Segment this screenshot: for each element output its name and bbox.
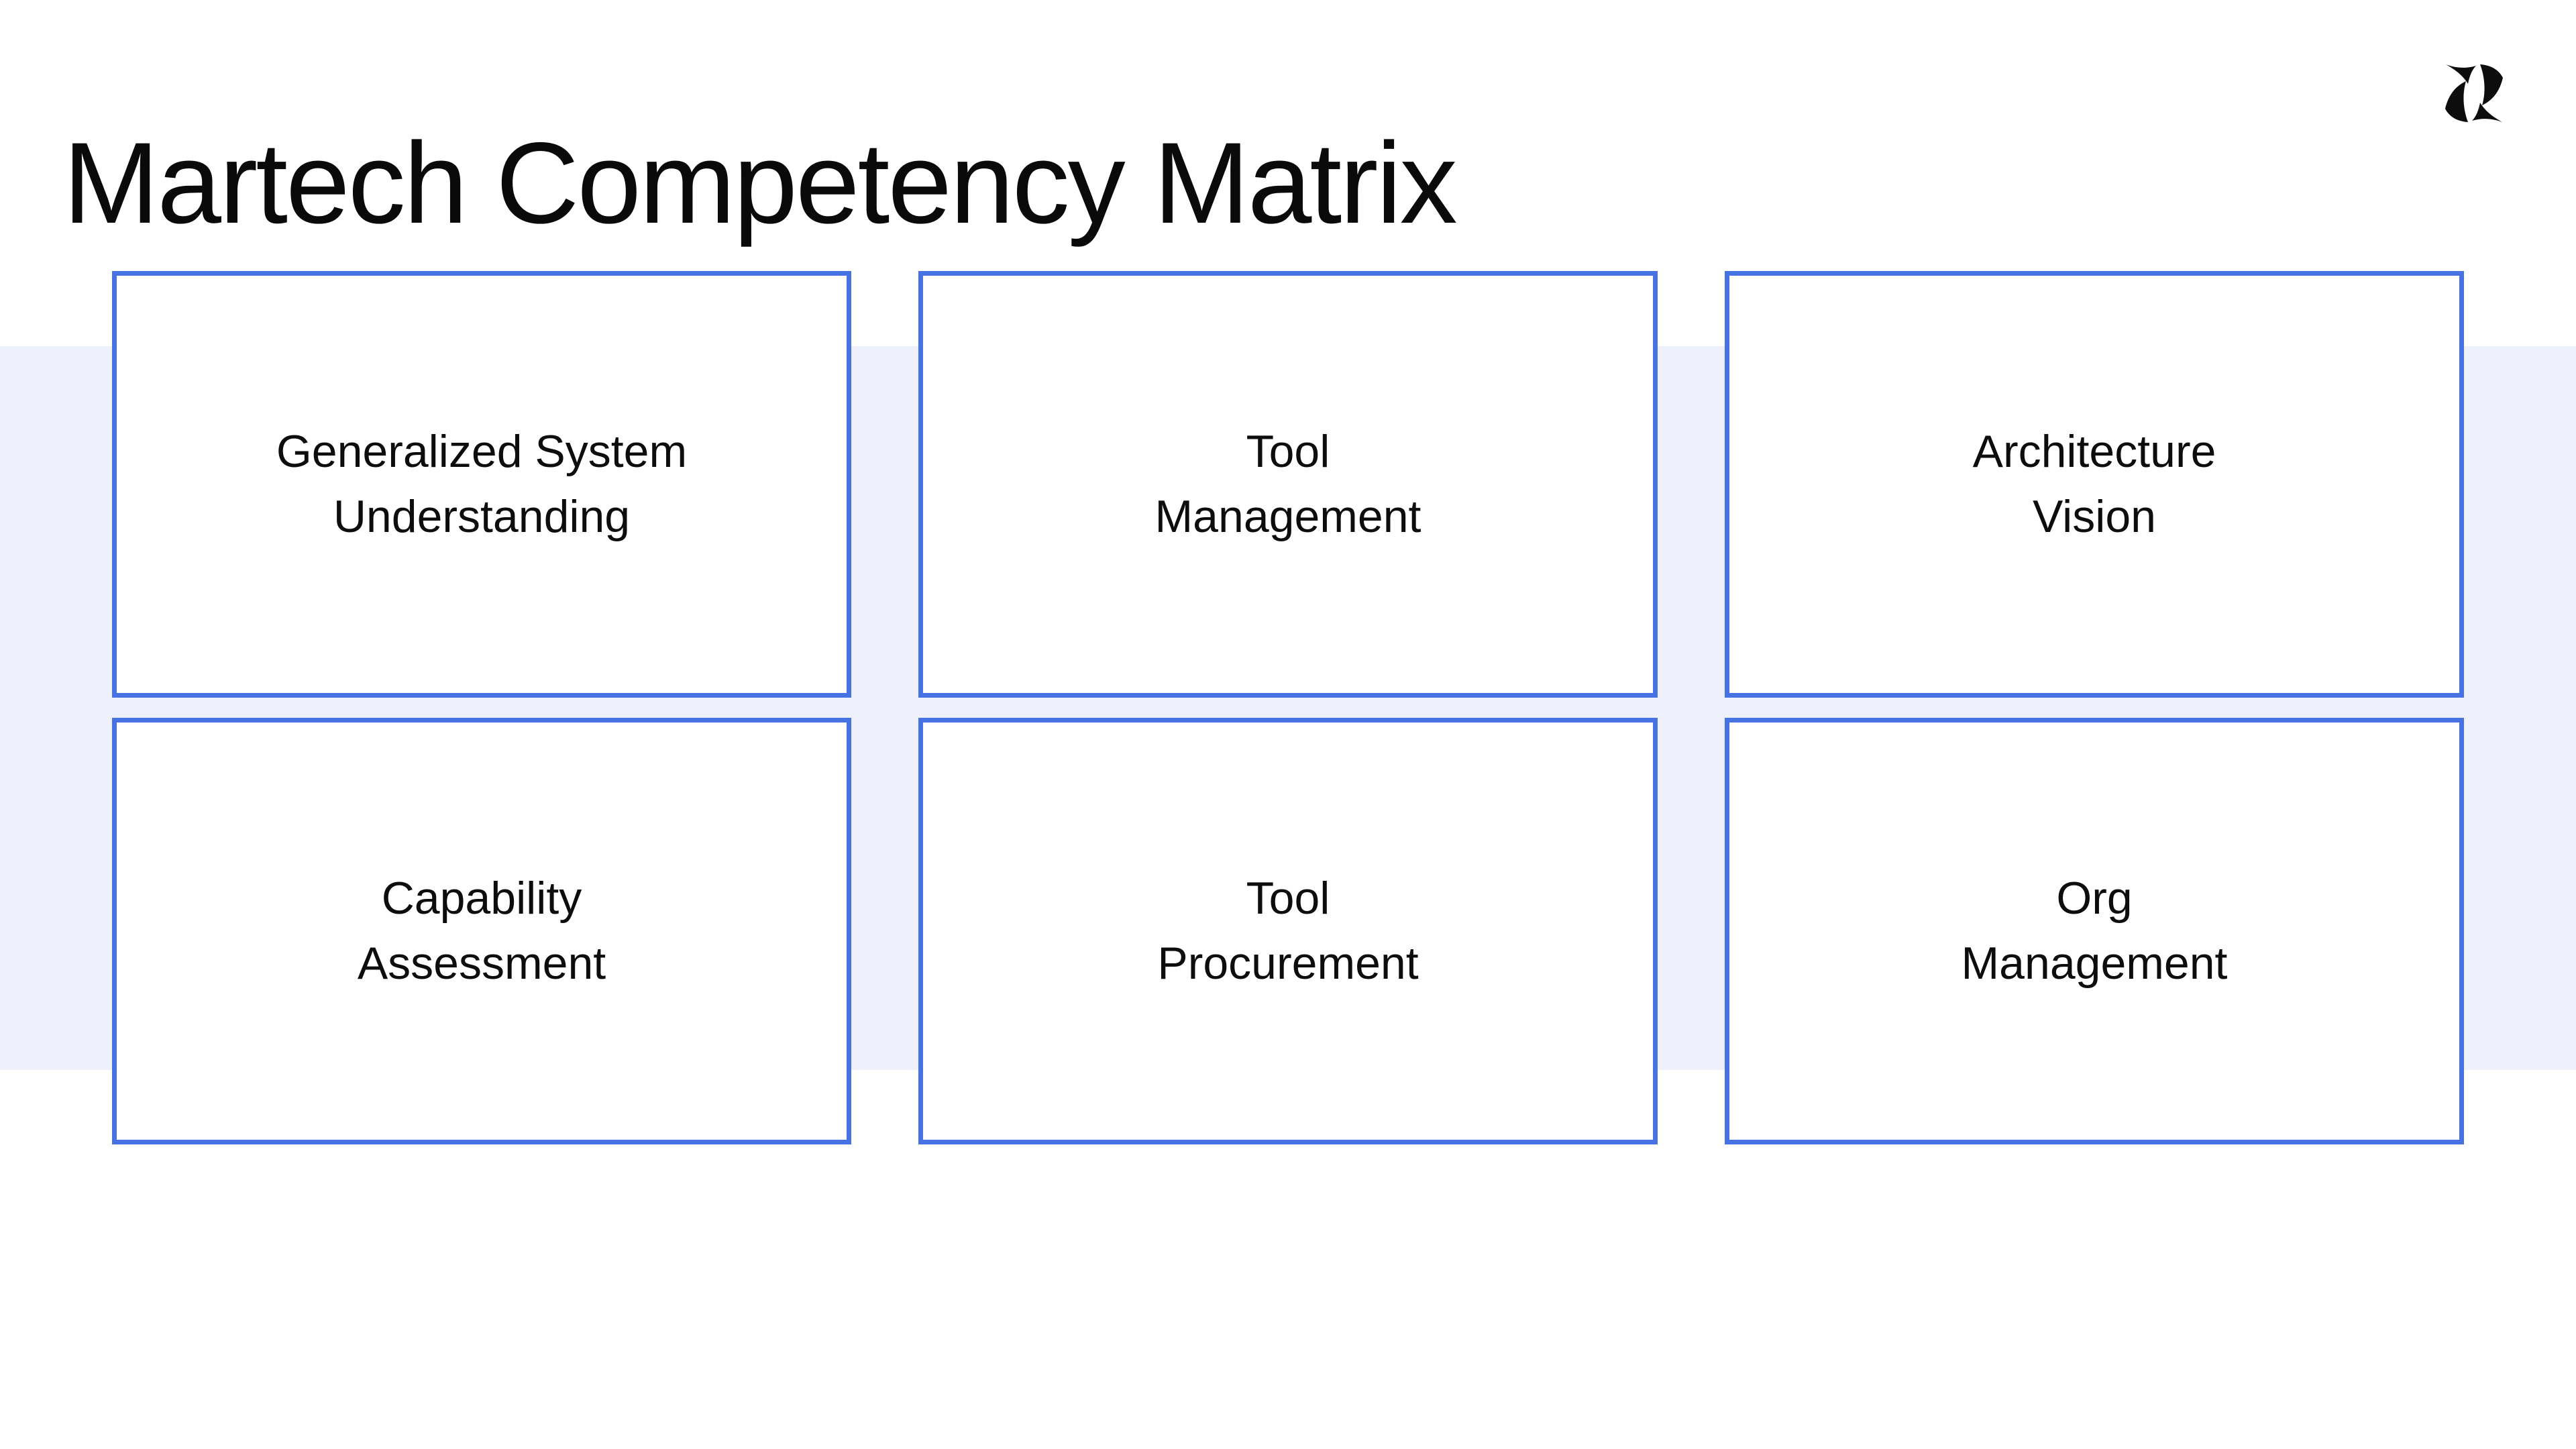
matrix-cell-label: Org Management xyxy=(1962,866,2228,996)
label-line: Architecture xyxy=(1972,426,2216,478)
competency-grid: Generalized System Understanding Tool Ma… xyxy=(112,271,2464,1144)
matrix-cell-label: Tool Procurement xyxy=(1157,866,1418,996)
label-line: Tool xyxy=(1246,873,1330,924)
label-line: Tool xyxy=(1246,426,1330,478)
page-title: Martech Competency Matrix xyxy=(63,119,1458,248)
label-line: Management xyxy=(1961,938,2228,989)
matrix-cell-tool-management: Tool Management xyxy=(918,271,1658,698)
label-line: Capability xyxy=(381,873,582,924)
matrix-cell-label: Capability Assessment xyxy=(358,866,606,996)
pinwheel-logo-icon xyxy=(2444,64,2504,122)
label-line: Procurement xyxy=(1157,938,1419,989)
label-line: Org xyxy=(2056,873,2133,924)
label-line: Generalized System xyxy=(276,426,688,478)
label-line: Understanding xyxy=(333,491,631,542)
label-line: Vision xyxy=(2033,491,2156,542)
label-line: Assessment xyxy=(357,938,606,989)
matrix-cell-capability-assessment: Capability Assessment xyxy=(112,718,851,1144)
matrix-cell-label: Architecture Vision xyxy=(1973,419,2216,549)
matrix-cell-generalized-system-understanding: Generalized System Understanding xyxy=(112,271,851,698)
brand-logo xyxy=(2444,64,2504,122)
matrix-cell-org-management: Org Management xyxy=(1725,718,2464,1144)
matrix-cell-label: Generalized System Understanding xyxy=(276,419,687,549)
matrix-cell-label: Tool Management xyxy=(1155,419,1421,549)
matrix-cell-architecture-vision: Architecture Vision xyxy=(1725,271,2464,698)
matrix-cell-tool-procurement: Tool Procurement xyxy=(918,718,1658,1144)
label-line: Management xyxy=(1155,491,1421,542)
